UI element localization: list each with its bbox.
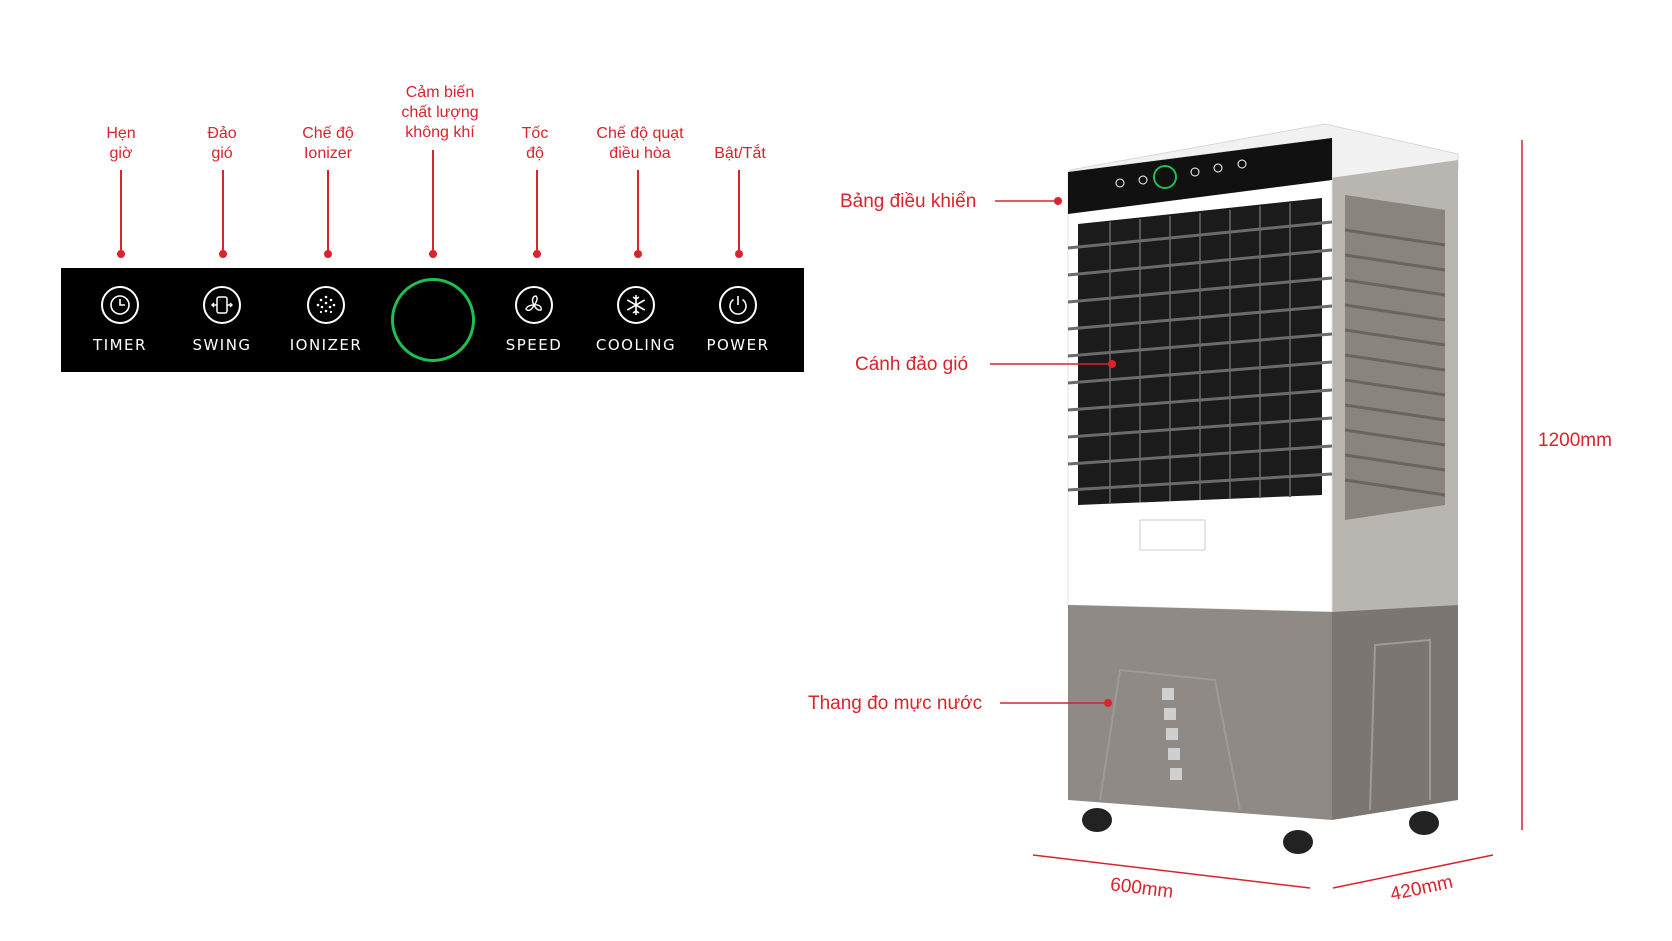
dot-speed xyxy=(533,250,541,258)
callout-timer: Hẹn giờ xyxy=(106,125,136,162)
swing-button[interactable]: SWING xyxy=(169,268,279,372)
label-louver: Cánh đảo gió xyxy=(855,354,969,375)
label-water-gauge: Thang đo mực nước xyxy=(808,693,983,714)
snowflake-icon xyxy=(617,286,655,324)
leader-speed xyxy=(536,170,538,254)
leader-cooling xyxy=(637,170,639,254)
timer-label: TIMER xyxy=(93,336,147,354)
timer-button[interactable]: TIMER xyxy=(67,268,177,372)
leader-sensor xyxy=(432,150,434,254)
label-control-panel: Bảng điều khiển xyxy=(840,191,977,212)
air-quality-sensor-ring xyxy=(391,278,475,362)
clock-icon xyxy=(101,286,139,324)
callout-ionizer: Chế độ Ionizer xyxy=(302,125,354,162)
swing-label: SWING xyxy=(192,336,252,354)
leader-swing xyxy=(222,170,224,254)
leader-timer xyxy=(120,170,122,254)
dot-power xyxy=(735,250,743,258)
dot-ionizer xyxy=(324,250,332,258)
swing-icon xyxy=(203,286,241,324)
callout-swing: Đảo gió xyxy=(207,125,237,162)
fan-icon xyxy=(515,286,553,324)
callout-cooling: Chế độ quạt điều hòa xyxy=(596,125,684,162)
ionizer-label: IONIZER xyxy=(289,336,363,354)
dot-cooling xyxy=(634,250,642,258)
control-panel: TIMER SWING IONIZER SPEED COOLING POWER xyxy=(61,268,804,372)
callout-power: Bật/Tắt xyxy=(714,145,766,162)
ionizer-icon xyxy=(307,286,345,324)
speed-label: SPEED xyxy=(505,336,563,354)
leader-ionizer xyxy=(327,170,329,254)
dot-swing xyxy=(219,250,227,258)
dot-timer xyxy=(117,250,125,258)
callout-speed: Tốc độ xyxy=(521,125,549,162)
dimension-height: 1200mm xyxy=(1538,430,1612,451)
cooling-label: COOLING xyxy=(595,336,677,354)
ionizer-button[interactable]: IONIZER xyxy=(273,268,383,372)
callout-sensor: Cảm biến chất lượng không khí xyxy=(401,84,479,141)
power-icon xyxy=(719,286,757,324)
dot-sensor xyxy=(429,250,437,258)
cooling-button[interactable]: COOLING xyxy=(583,268,693,372)
speed-button[interactable]: SPEED xyxy=(481,268,591,372)
power-label: POWER xyxy=(706,336,770,354)
power-button[interactable]: POWER xyxy=(685,268,795,372)
leader-power xyxy=(738,170,740,254)
